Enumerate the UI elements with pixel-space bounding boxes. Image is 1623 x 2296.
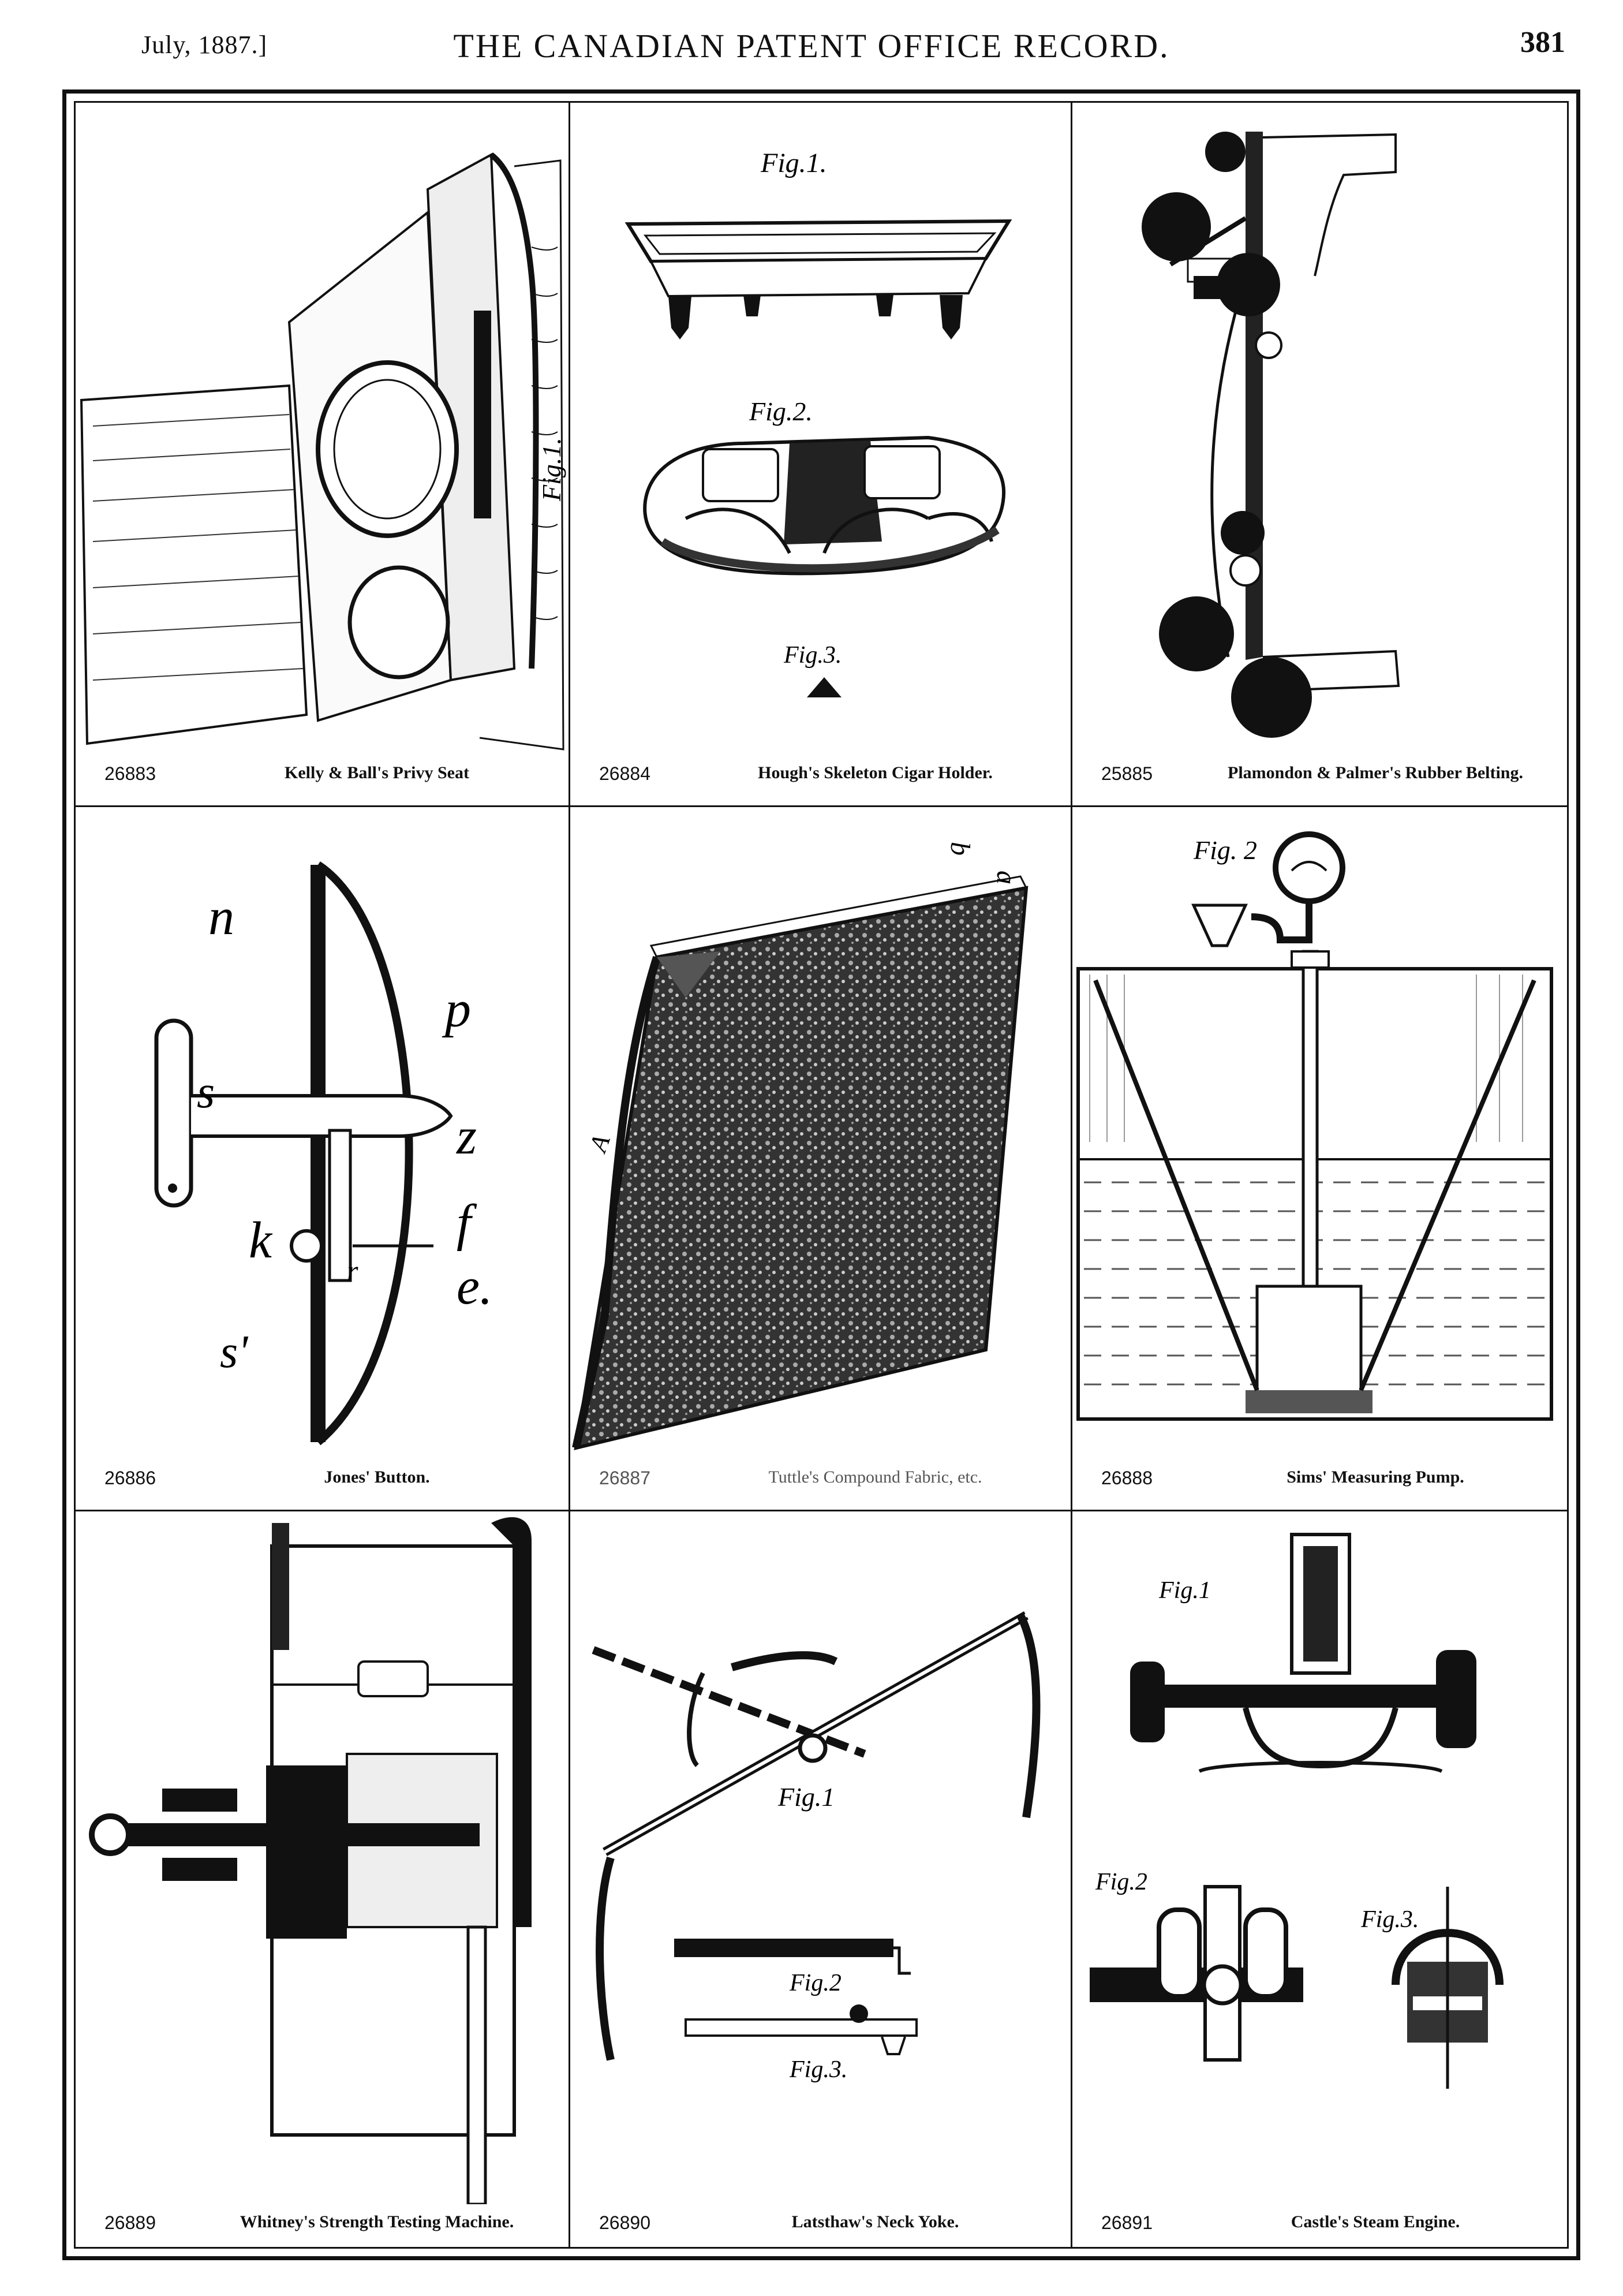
patent-title: Jones' Button. (324, 1468, 430, 1487)
part-label: z (455, 1108, 477, 1165)
patent-number: 26888 (1101, 1468, 1153, 1488)
patent-number: 26887 (599, 1468, 650, 1488)
patent-title: Tuttle's Compound Fabric, etc. (768, 1468, 982, 1487)
testing-machine-drawing (89, 1517, 532, 2204)
caption: 26888 Sims' Measuring Pump. (1072, 1465, 1569, 1500)
page-frame-inner (74, 101, 1569, 2249)
fig-label: Fig.1. (537, 438, 566, 502)
fig-label: Fig. 2 (1193, 835, 1257, 865)
caption: 26883 Kelly & Ball's Privy Seat (76, 761, 569, 796)
fig-label: Fig.2. (749, 397, 813, 426)
caption: 26886 Jones' Button. (76, 1465, 569, 1500)
patent-title: Castle's Steam Engine. (1291, 2212, 1460, 2231)
part-label: r (347, 1255, 358, 1287)
patent-cell-26890: Fig.1 Fig.2 Fig.3. 26890 Latsthaw's Neck… (570, 1511, 1071, 2249)
layer-label: A (583, 1130, 616, 1157)
patent-number: 26891 (1101, 2212, 1153, 2233)
fig-label: Fig.2 (789, 1970, 842, 1996)
row-divider (74, 805, 1569, 807)
page-number: 381 (1520, 26, 1565, 59)
fig-label: Fig.1 (1158, 1577, 1211, 1604)
patent-cell-26888: Fig. 2 26888 Sims' Measuring Pump. (1072, 807, 1569, 1510)
fig-label: Fig.2 (1095, 1869, 1147, 1895)
patent-cell-25885: 25885 Plamondon & Palmer's Rubber Beltin… (1072, 103, 1569, 805)
fig-label: Fig.1 (777, 1782, 835, 1812)
caption: 26887 Tuttle's Compound Fabric, etc. (570, 1465, 1071, 1500)
part-label: e. (457, 1258, 492, 1315)
part-label: n (208, 888, 234, 946)
measuring-pump-drawing: Fig. 2 (1076, 831, 1553, 1421)
part-label: k (249, 1212, 273, 1269)
patent-cell-26887: b a A 26887 Tuttle's Compound Fabric, et… (570, 807, 1071, 1510)
patent-number: 26884 (599, 763, 650, 784)
caption: 26891 Castle's Steam Engine. (1072, 2210, 1569, 2245)
fig-label: Fig.1. (760, 148, 827, 178)
patent-cell-26883: Fig.1. 26883 Kelly & Ball's Privy Seat (76, 103, 569, 805)
row-divider (74, 1510, 1569, 1511)
cigar-holder-drawing: Fig.1. Fig.2. Fig.3. (624, 148, 1012, 697)
publication-title: THE CANADIAN PATENT OFFICE RECORD. (453, 27, 1170, 65)
caption: 26889 Whitney's Strength Testing Machine… (76, 2210, 569, 2245)
fig-label: Fig.3. (789, 2056, 847, 2083)
privy-seat-drawing: Fig.1. (80, 152, 566, 751)
patent-number: 26890 (599, 2212, 650, 2233)
layer-label: b (945, 842, 975, 856)
page-frame-outer (62, 89, 1580, 2260)
caption: 26890 Latsthaw's Neck Yoke. (570, 2210, 1071, 2245)
part-label: p (442, 981, 471, 1038)
caption: 26884 Hough's Skeleton Cigar Holder. (570, 761, 1071, 796)
patent-cell-26889: 26889 Whitney's Strength Testing Machine… (76, 1511, 569, 2249)
compound-fabric-drawing: b a A (572, 842, 1029, 1450)
part-label: f (457, 1194, 477, 1252)
column-divider (569, 101, 570, 2249)
issue-date: July, 1887.] (141, 31, 268, 59)
patent-title: Whitney's Strength Testing Machine. (240, 2212, 514, 2231)
layer-label: a (991, 871, 1022, 884)
part-label: s' (220, 1327, 249, 1377)
patent-cell-26891: Fig.1 Fig.2 Fig.3. 26891 Castle's Steam … (1072, 1511, 1569, 2249)
part-label: s (197, 1067, 215, 1118)
patent-cell-26884: Fig.1. Fig.2. Fig.3. 26884 Hough's Skele… (570, 103, 1071, 805)
patent-number: 26889 (104, 2212, 156, 2233)
patent-number: 26886 (104, 1468, 156, 1488)
patent-title: Plamondon & Palmer's Rubber Belting. (1228, 763, 1523, 782)
caption: 25885 Plamondon & Palmer's Rubber Beltin… (1072, 761, 1569, 796)
page-header: July, 1887.] THE CANADIAN PATENT OFFICE … (0, 0, 1623, 92)
column-divider (1071, 101, 1072, 2249)
patent-title: Latsthaw's Neck Yoke. (791, 2212, 959, 2231)
fig-label: Fig.3. (783, 642, 842, 669)
patent-number: 26883 (104, 763, 156, 784)
patent-title: Sims' Measuring Pump. (1287, 1468, 1464, 1487)
patent-title: Kelly & Ball's Privy Seat (285, 763, 469, 782)
button-drawing: n p s z k f e. r s' (154, 861, 492, 1446)
rubber-belting-drawing (1142, 132, 1400, 738)
patent-cell-26886: n p s z k f e. r s' 26886 Jones' Button. (76, 807, 569, 1510)
steam-engine-drawing: Fig.1 Fig.2 Fig.3. (1090, 1533, 1504, 2089)
fig-label: Fig.3. (1360, 1906, 1419, 1933)
neck-yoke-drawing: Fig.1 Fig.2 Fig.3. (592, 1611, 1041, 2083)
patent-number: 25885 (1101, 763, 1153, 784)
patent-title: Hough's Skeleton Cigar Holder. (758, 763, 993, 782)
